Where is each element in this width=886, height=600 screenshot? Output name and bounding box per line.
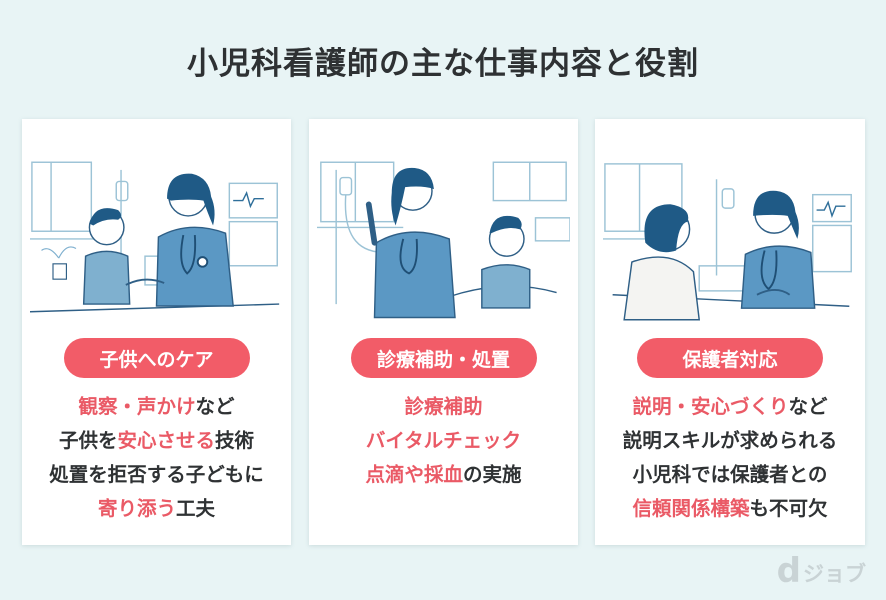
highlight-text: 安心させる bbox=[117, 429, 215, 452]
logo-text: ジョブ bbox=[803, 562, 866, 586]
plain-text: 技術 bbox=[215, 429, 255, 452]
highlight-text: 観察・声かけ bbox=[78, 395, 196, 418]
description-line: 処置を拒否する子どもに bbox=[22, 458, 291, 492]
role-description: 診療補助 バイタルチェック 点滴や採血の実施 bbox=[309, 390, 578, 492]
role-label-badge: 診療補助・処置 bbox=[350, 338, 537, 378]
page-title: 小児科看護師の主な仕事内容と役割 bbox=[187, 46, 699, 82]
plain-text: など bbox=[195, 395, 235, 418]
role-label-badge: 保護者対応 bbox=[637, 338, 823, 378]
description-line: 説明・安心づくりなど bbox=[595, 390, 865, 424]
role-card-medical-assistance: 診療補助・処置 診療補助 バイタルチェック 点滴や採血の実施 bbox=[309, 119, 578, 545]
role-description: 観察・声かけなど 子供を安心させる技術 処置を拒否する子どもに 寄り添う工夫 bbox=[22, 390, 291, 526]
description-line: 説明スキルが求められる bbox=[595, 424, 865, 458]
plain-text: など bbox=[788, 395, 828, 418]
highlight-text: バイタルチェック bbox=[365, 429, 522, 452]
role-label-badge: 子供へのケア bbox=[63, 338, 250, 378]
description-line: 寄り添う工夫 bbox=[22, 492, 291, 526]
plain-text: 処置を拒否する子どもに bbox=[49, 463, 264, 486]
illustration-icon bbox=[603, 163, 852, 321]
highlight-text: 点滴や採血 bbox=[365, 463, 463, 486]
description-line: 子供を安心させる技術 bbox=[22, 424, 291, 458]
illustration-icon bbox=[29, 161, 280, 313]
description-line: 診療補助 bbox=[309, 390, 578, 424]
description-line: 小児科では保護者との bbox=[595, 458, 865, 492]
description-line: 点滴や採血の実施 bbox=[309, 458, 578, 492]
illustration-icon bbox=[317, 161, 571, 319]
highlight-text: 信頼関係構築 bbox=[632, 497, 750, 520]
description-line: バイタルチェック bbox=[309, 424, 578, 458]
role-card-child-care: 子供へのケア 観察・声かけなど 子供を安心させる技術 処置を拒否する子どもに 寄… bbox=[22, 119, 291, 545]
highlight-text: 診療補助 bbox=[404, 395, 483, 418]
plain-text: 説明スキルが求められる bbox=[622, 429, 838, 452]
plain-text: 子供を bbox=[58, 429, 118, 452]
plain-text: も不可欠 bbox=[749, 497, 828, 520]
highlight-text: 説明・安心づくり bbox=[632, 395, 789, 418]
plain-text: 工夫 bbox=[176, 497, 216, 520]
plain-text: 小児科では保護者との bbox=[632, 463, 828, 486]
nurse-parent-illustration bbox=[603, 147, 857, 327]
brand-logo: d ジョブ bbox=[776, 551, 866, 591]
role-card-parent-support: 保護者対応 説明・安心づくりなど 説明スキルが求められる 小児科では保護者との … bbox=[595, 119, 865, 545]
description-line: 信頼関係構築も不可欠 bbox=[595, 492, 865, 526]
nurse-vitals-illustration bbox=[317, 147, 571, 327]
description-line: 観察・声かけなど bbox=[22, 390, 291, 424]
logo-mark-icon: d bbox=[776, 551, 801, 591]
plain-text: の実施 bbox=[463, 463, 522, 486]
nurse-child-care-illustration bbox=[29, 147, 283, 327]
role-description: 説明・安心づくりなど 説明スキルが求められる 小児科では保護者との 信頼関係構築… bbox=[595, 390, 865, 526]
highlight-text: 寄り添う bbox=[97, 497, 176, 520]
